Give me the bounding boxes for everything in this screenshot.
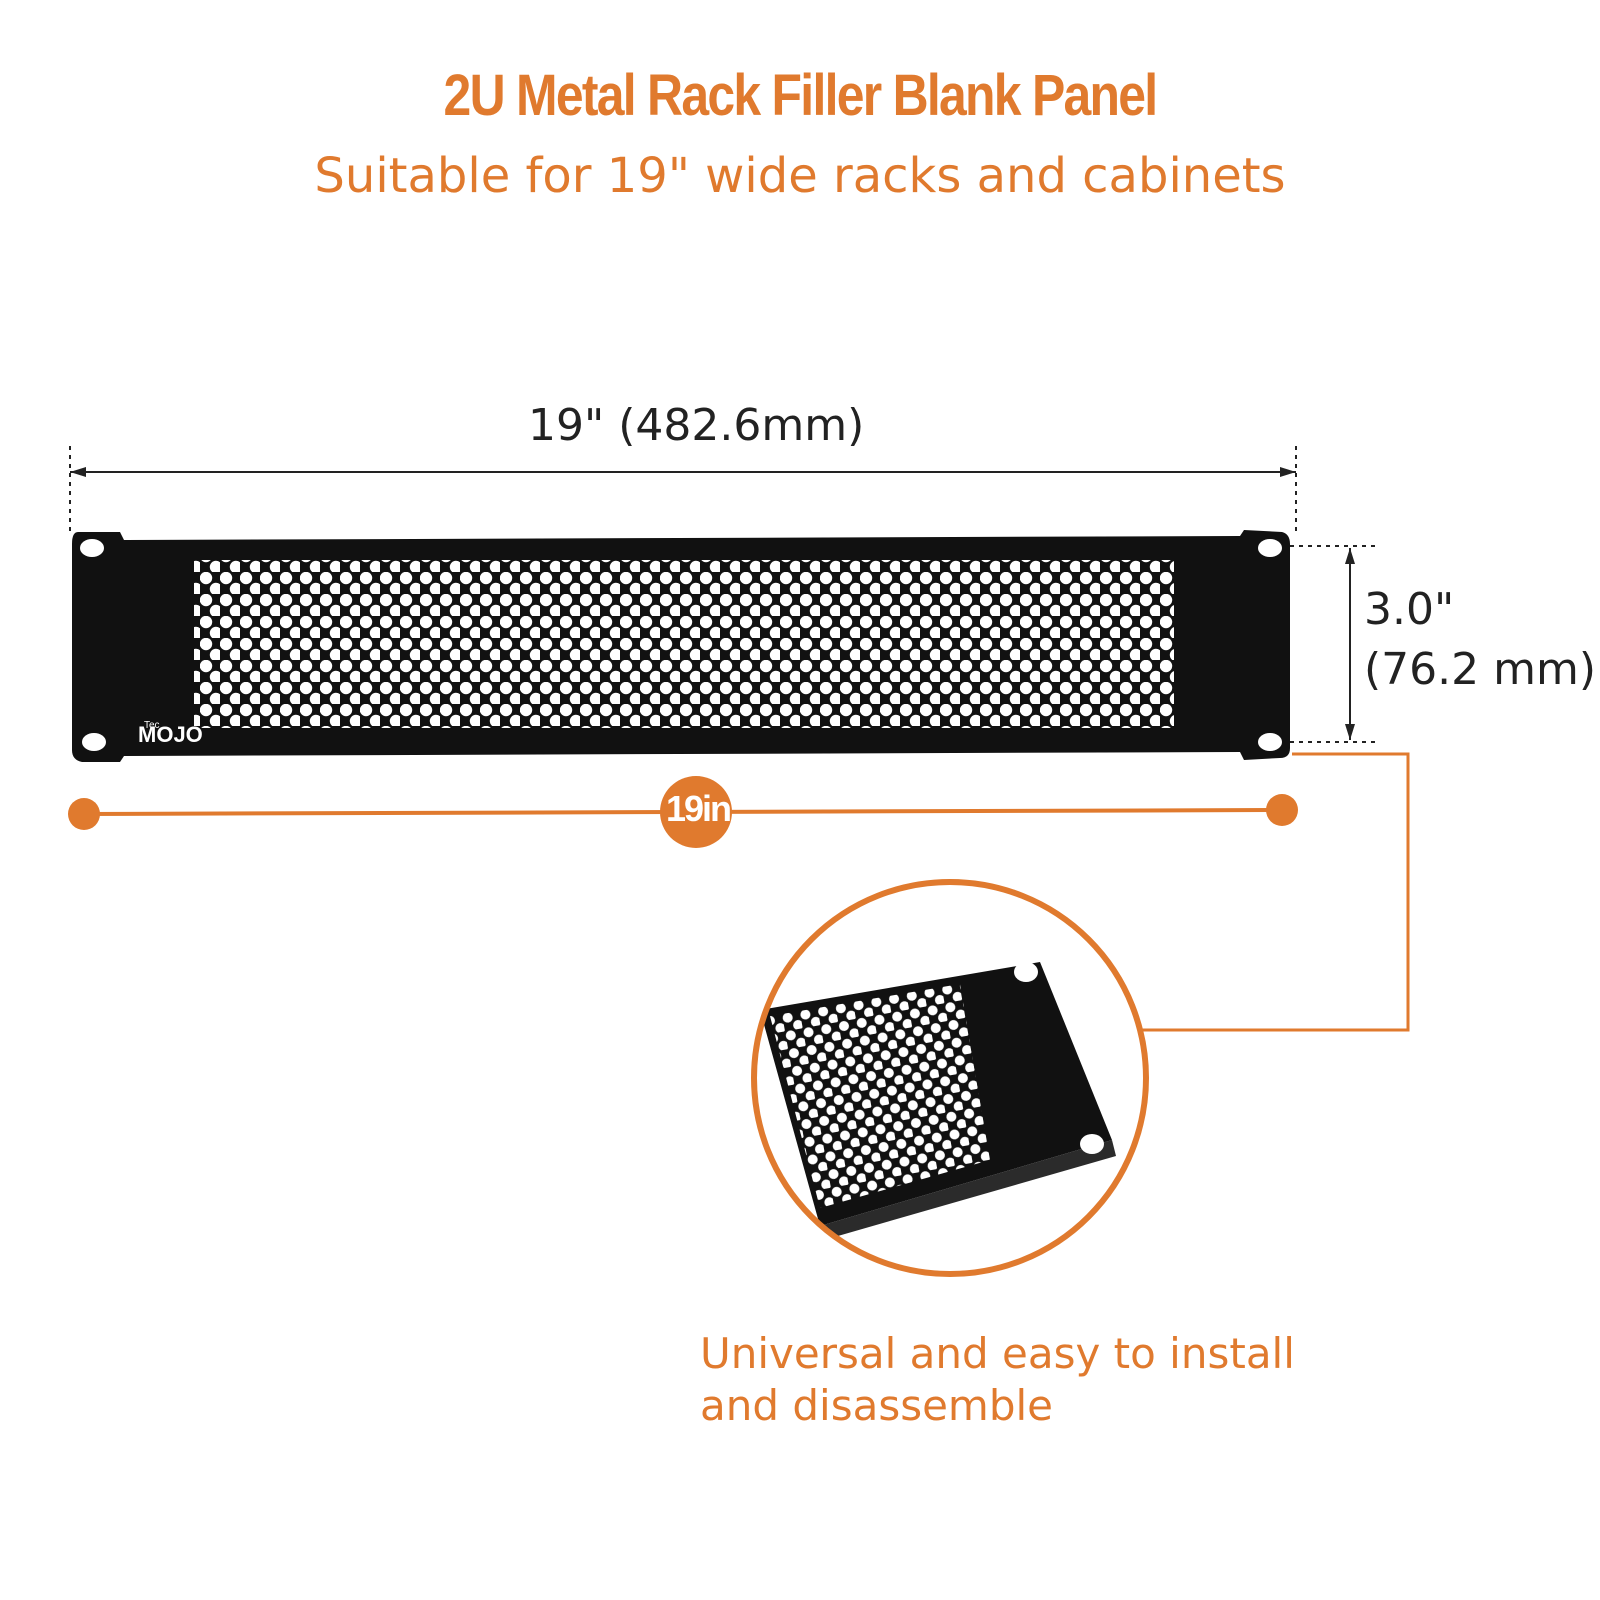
- width-label: 19" (482.6mm): [528, 400, 865, 451]
- height-label-inches: 3.0": [1364, 584, 1455, 635]
- feature-caption: Universal and easy to install and disass…: [700, 1328, 1300, 1432]
- length-badge: [660, 776, 732, 848]
- page-subtitle: Suitable for 19" wide racks and cabinets: [314, 148, 1286, 204]
- brand-logo: MOJO: [138, 722, 203, 747]
- height-label-mm: (76.2 mm): [1364, 644, 1597, 695]
- zoom-detail: [754, 882, 1146, 1274]
- length-badge-label: 19in: [665, 788, 732, 829]
- rack-panel: [72, 530, 1290, 762]
- zoom-connector: [1142, 752, 1410, 1032]
- feature-caption-line1: Universal and easy to install: [700, 1329, 1295, 1378]
- brand-small-text: Tec: [144, 720, 160, 731]
- height-label: 3.0" (76.2 mm): [1364, 580, 1596, 700]
- feature-caption-line2: and disassemble: [700, 1381, 1054, 1430]
- page-title: 2U Metal Rack Filler Blank Panel: [443, 63, 1159, 128]
